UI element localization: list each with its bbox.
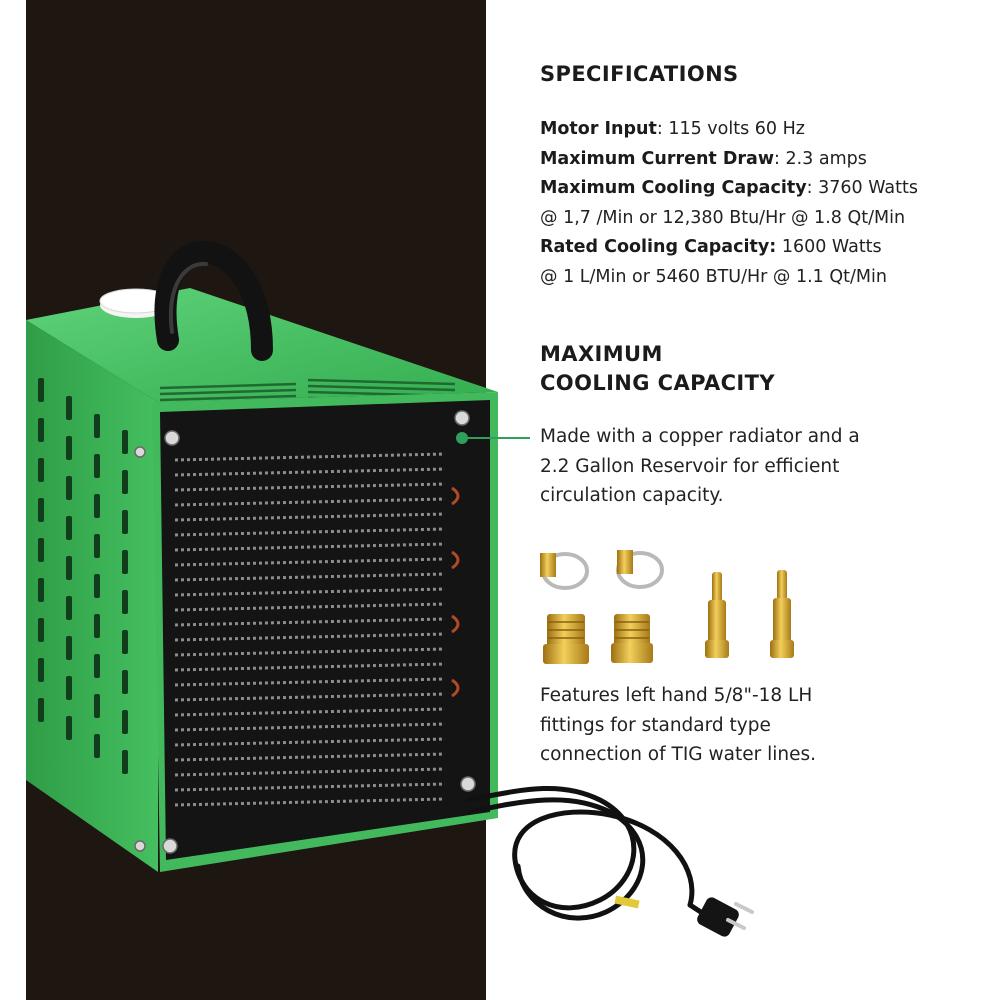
spec-label: Maximum Current Draw [540,148,775,169]
carry-handle [154,240,273,361]
specifications-heading: SPECIFICATIONS [540,62,739,86]
spec-label: Rated Cooling Capacity: [540,237,777,257]
spec-line: @ 1,7 /Min or 12,380 Btu/Hr @ 1.8 Qt/Min [540,204,990,234]
power-cord-icon [465,785,713,921]
power-plug [697,897,739,937]
specifications-list: Motor Input: 115 volts 60 Hz Maximum Cur… [540,115,990,292]
hose-clamp-icon [540,550,664,590]
fittings-description: Features left hand 5/8"-18 LH fittings f… [540,685,816,765]
cooling-capacity-heading: MAXIMUM COOLING CAPACITY [540,340,860,398]
spec-value: 115 volts 60 Hz [668,119,805,139]
spec-line: Maximum Cooling Capacity: 3760 Watts [540,174,990,204]
spec-label: Motor Input [540,119,657,139]
callout-line [462,437,530,439]
spec-value: @ 1 L/Min or 5460 BTU/Hr @ 1.1 Qt/Min [540,266,887,287]
panel-screws [134,410,476,854]
spec-value: @ 1,7 /Min or 12,380 Btu/Hr @ 1.8 Qt/Min [540,207,906,228]
cooling-heading-line1: MAXIMUM [540,342,663,366]
spec-line: Maximum Current Draw: 2.3 amps [540,145,990,175]
spec-line: Motor Input: 115 volts 60 Hz [540,115,990,145]
spec-line: @ 1 L/Min or 5460 BTU/Hr @ 1.1 Qt/Min [540,263,990,293]
brass-hose-barb-icon [705,570,794,658]
callout-dot [456,432,468,444]
cooling-heading-line2: COOLING CAPACITY [540,371,775,395]
spec-line: Rated Cooling Capacity: 1600 Watts [540,233,990,263]
water-cooler-illustration [26,240,754,937]
spec-value: 3760 Watts [818,178,918,198]
spec-value: 1600 Watts [781,237,882,257]
copper-tubes [451,486,460,698]
brass-adapter-icon [543,614,653,664]
side-vents [38,378,128,774]
spec-separator: : [806,178,819,198]
fittings-illustration [540,550,794,664]
cooling-description: Made with a copper radiator and a 2.2 Ga… [540,426,860,506]
spec-separator: : [774,148,786,169]
spec-value: 2.3 amps [785,148,867,169]
spec-separator: : [656,119,669,139]
cooler-side-panel [26,320,158,872]
left-white-strip [0,0,26,1000]
spec-label: Maximum Cooling Capacity [540,178,807,198]
